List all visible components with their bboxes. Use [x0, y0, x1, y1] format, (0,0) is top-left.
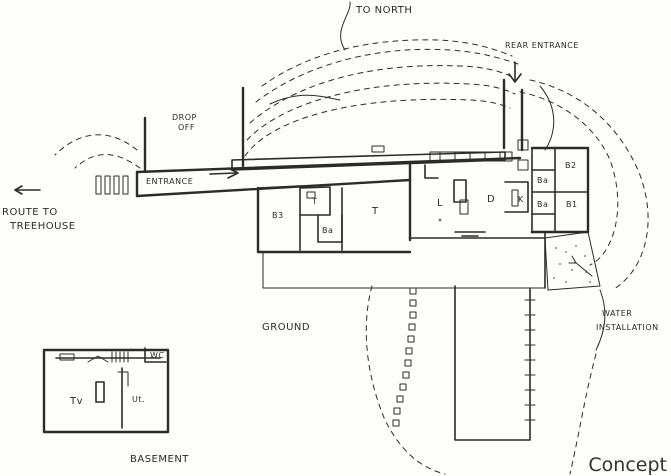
concept-caption: Concept [588, 454, 667, 476]
site-contour-lines [244, 1, 519, 157]
living-block [408, 160, 546, 242]
basement-ut-label: Ut. [132, 395, 145, 404]
plan-labels: TO NORTH REAR ENTRANCE DROP OFF ENTRANCE… [2, 5, 659, 465]
ground-label: GROUND [262, 322, 310, 333]
room-ba-right-top-label: Ba [537, 176, 548, 185]
ground-boundary [365, 285, 606, 475]
room-ba-right-bottom-label: Ba [537, 200, 548, 209]
to-north-label: TO NORTH [355, 5, 412, 16]
west-wing [256, 185, 546, 289]
route-curves [14, 134, 141, 195]
basement-wc-label: WC [150, 351, 165, 360]
drop-off-label-1: DROP [172, 113, 197, 122]
rear-entrance-label: REAR ENTRANCE [505, 41, 579, 50]
entrance-label: ENTRANCE [146, 177, 193, 186]
room-d-label: D [487, 194, 495, 205]
room-b1-label: B1 [566, 200, 578, 209]
water-label-2: INSTALLATION [596, 323, 659, 332]
route-label-1: ROUTE TO [2, 207, 58, 218]
route-label-2: TREEHOUSE [9, 221, 76, 232]
drop-off-label-2: OFF [178, 123, 195, 132]
basement-title: BASEMENT [130, 454, 189, 465]
stepping-stones [392, 287, 417, 427]
entry-steps [95, 175, 129, 195]
entrance-arrow [209, 167, 239, 179]
pool-rectangle [454, 285, 536, 441]
room-t-small-label: T [311, 197, 317, 206]
basement-tv-label: Tv [69, 396, 83, 407]
water-label-1: WATER [602, 309, 632, 318]
basement-plan [42, 347, 170, 434]
room-b3-label: B3 [272, 211, 284, 220]
water-installation-area [544, 231, 601, 291]
east-wing [517, 139, 590, 289]
room-t-main-label: T [371, 206, 379, 217]
room-l-label: L [437, 198, 443, 209]
room-k-label: K [518, 195, 524, 204]
rear-entrance-arrow [508, 61, 522, 83]
room-b2-label: B2 [565, 161, 577, 170]
right-site-boundary [519, 79, 649, 291]
room-ba-left-label: Ba [322, 226, 333, 235]
